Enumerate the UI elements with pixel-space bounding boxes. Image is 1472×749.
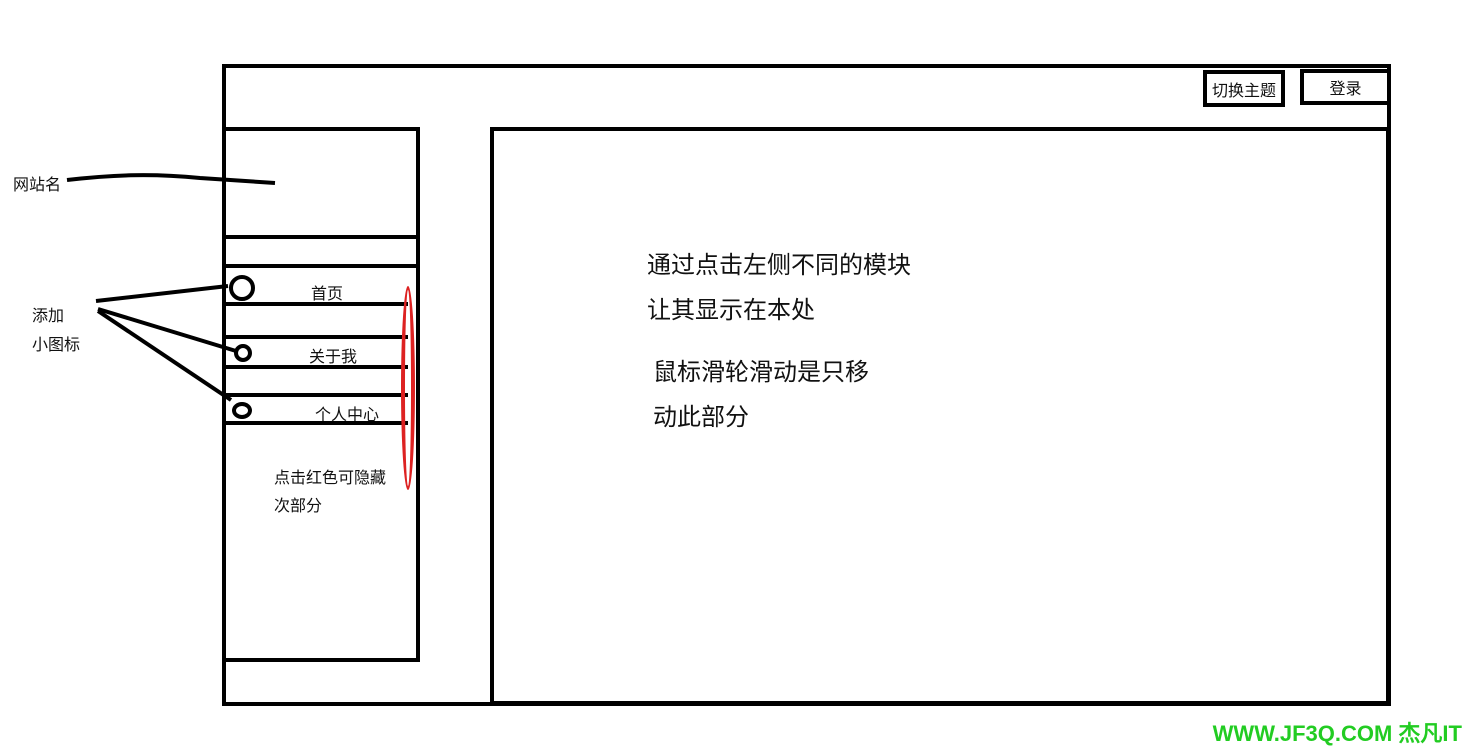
main-content <box>490 127 1390 705</box>
nav-label: 关于我 <box>309 347 358 366</box>
divider <box>222 365 408 369</box>
circle-icon <box>234 344 252 362</box>
nav-item-about[interactable]: 关于我 <box>224 338 416 366</box>
toggle-note: 点击红色可隐藏 <box>274 468 387 487</box>
nav-label: 首页 <box>311 284 344 303</box>
divider <box>222 393 408 397</box>
nav-label: 个人中心 <box>315 405 380 424</box>
circle-icon <box>232 402 252 419</box>
watermark: WWW.JF3Q.COM 杰凡IT <box>1212 721 1462 746</box>
annotation-add-icons: 添加 <box>32 306 65 325</box>
login-button[interactable]: 登录 <box>1300 69 1391 105</box>
main-text: 让其显示在本处 <box>647 296 815 324</box>
annotation-site-name: 网站名 <box>13 175 62 194</box>
divider <box>222 302 408 306</box>
divider <box>222 264 420 268</box>
main-text: 鼠标滑轮滑动是只移 <box>653 358 869 386</box>
nav-item-home[interactable]: 首页 <box>224 266 416 304</box>
main-text: 动此部分 <box>653 403 749 431</box>
toggle-note: 次部分 <box>274 496 323 515</box>
divider <box>222 335 408 339</box>
circle-icon <box>229 275 255 301</box>
main-text: 通过点击左侧不同的模块 <box>647 251 911 279</box>
switch-theme-button[interactable]: 切换主题 <box>1203 70 1285 107</box>
divider <box>222 421 408 425</box>
annotation-add-icons: 小图标 <box>32 335 81 354</box>
site-name-area <box>222 127 420 239</box>
sidebar-collapse-toggle[interactable] <box>401 286 415 490</box>
nav-item-profile[interactable]: 个人中心 <box>224 396 416 424</box>
